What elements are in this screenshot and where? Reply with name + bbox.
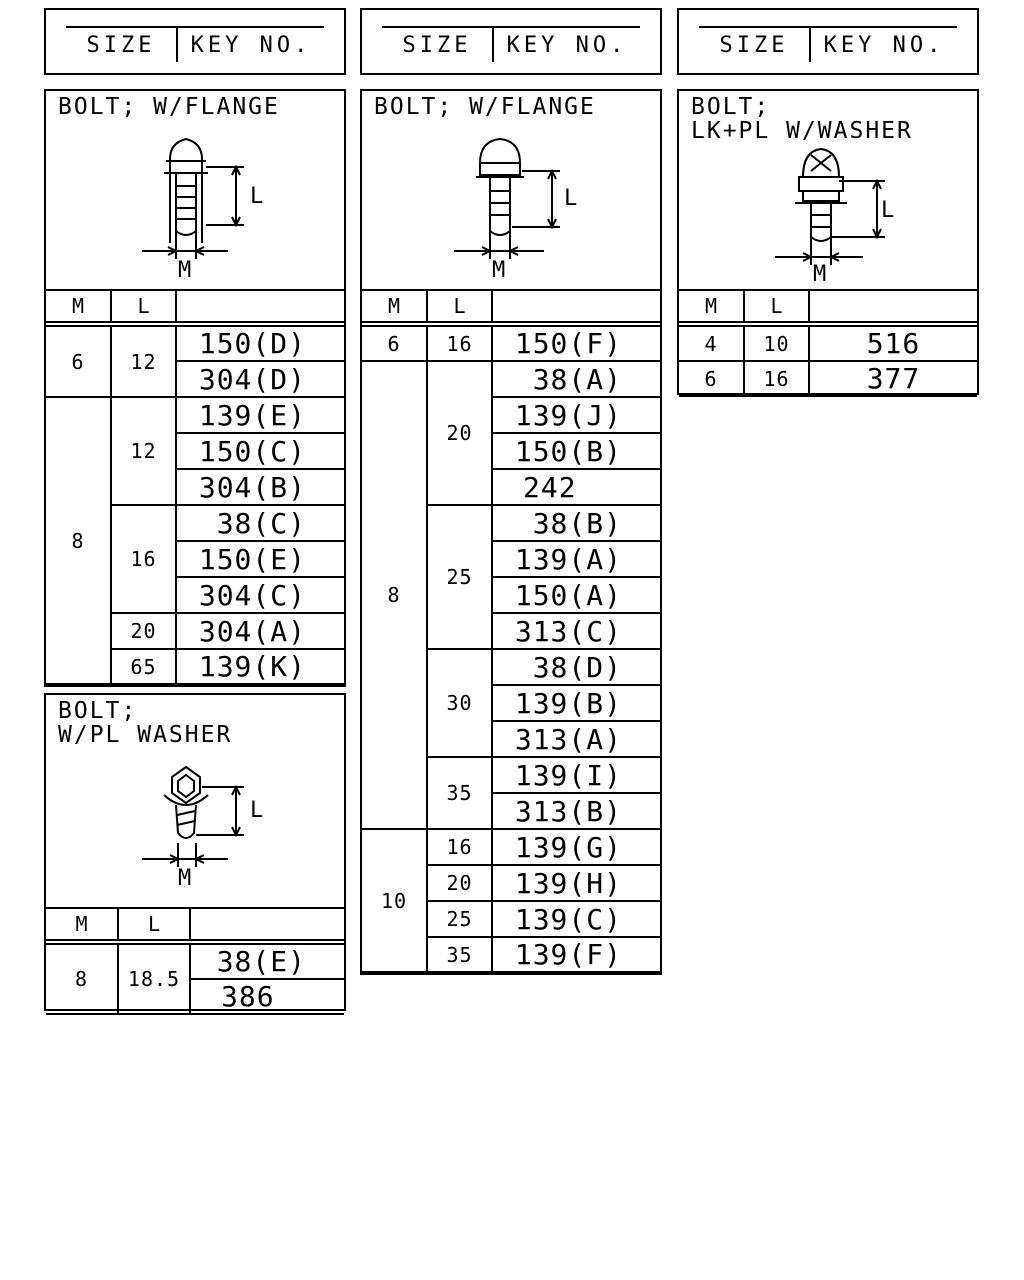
cell-l: 65 xyxy=(111,648,177,685)
diameter-label: M xyxy=(492,258,505,283)
key-no-cell: 304(C) xyxy=(176,576,344,614)
cell-l: 12 xyxy=(110,323,177,398)
cell-l: 20 xyxy=(427,864,493,902)
col-l: L xyxy=(426,289,493,327)
panel-bolt-lk-pl-washer: BOLT; LK+PL W/WASHER L M M L 4 xyxy=(677,89,979,397)
key-no-cell: 242 xyxy=(492,468,660,506)
cell-m: 6 xyxy=(679,360,745,397)
cell-l: 10 xyxy=(743,323,810,362)
key-no-cell: 139(J) xyxy=(492,396,660,434)
cell-l: 20 xyxy=(426,360,493,506)
key-no-cell: 139(E) xyxy=(175,396,344,434)
key-no-cell: 139(B) xyxy=(492,684,660,722)
cell-m: 6 xyxy=(46,323,112,398)
length-label: L xyxy=(250,798,263,823)
cell-l: 35 xyxy=(427,936,493,973)
key-no-cell: 38(C) xyxy=(175,504,344,542)
key-no-cell: 516 xyxy=(808,323,977,362)
cell-m: 8 xyxy=(362,360,428,830)
key-no-cell: 139(G) xyxy=(491,828,660,866)
diameter-label: M xyxy=(178,866,191,891)
panel-bolt-flange-left: BOLT; W/FLANGE L M M L 6 12 150( xyxy=(44,89,346,687)
cell-l: 35 xyxy=(427,756,493,830)
col-m: M xyxy=(679,289,745,327)
length-label: L xyxy=(250,184,263,209)
bolt-washer-icon: L M xyxy=(142,765,263,891)
cell-m: 4 xyxy=(679,323,745,362)
size-key-header-3: SIZE KEY NO. xyxy=(677,8,979,75)
key-no-cell: 313(B) xyxy=(492,792,660,830)
panel-title: BOLT; W/FLANGE xyxy=(58,94,280,120)
key-no-cell: 38(B) xyxy=(491,504,660,542)
key-no-cell: 38(A) xyxy=(491,360,660,398)
key-no-cell: 304(B) xyxy=(176,468,344,506)
panel-title: BOLT; W/FLANGE xyxy=(374,94,596,120)
col-m: M xyxy=(46,907,119,945)
size-key-header-2: SIZE KEY NO. xyxy=(360,8,662,75)
size-label: SIZE xyxy=(699,28,811,62)
key-no-cell: 150(B) xyxy=(492,432,660,470)
key-no-cell: 139(H) xyxy=(491,864,660,902)
key-no-cell: 38(E) xyxy=(189,941,344,980)
key-no-cell: 304(D) xyxy=(176,360,344,398)
key-no-cell: 139(A) xyxy=(492,540,660,578)
diameter-label: M xyxy=(178,258,191,283)
key-no-cell: 150(F) xyxy=(491,323,660,362)
panel2-size-table: M L 8 18.5 38(E) 386 xyxy=(46,907,344,1015)
bolt-flange-icon: L M xyxy=(454,137,577,283)
key-no-cell: 150(E) xyxy=(176,540,344,578)
panel1-size-table: M L 6 12 150(D) 304(D) 8 12 139(E) 150(C… xyxy=(46,289,344,685)
col-m: M xyxy=(362,289,428,327)
size-key-header-1: SIZE KEY NO. xyxy=(44,8,346,75)
size-label: SIZE xyxy=(382,28,494,62)
length-label: L xyxy=(564,186,577,211)
cell-l: 16 xyxy=(426,323,493,362)
bolt-flange-icon: L M xyxy=(142,137,263,283)
panel-title: BOLT; W/PL WASHER xyxy=(58,698,233,748)
key-no-cell: 150(C) xyxy=(176,432,344,470)
key-no-cell: 304(A) xyxy=(175,612,344,650)
col-l: L xyxy=(743,289,810,327)
col-m: M xyxy=(46,289,112,327)
cell-m: 6 xyxy=(362,323,428,362)
cell-l: 20 xyxy=(111,612,177,650)
cell-l: 30 xyxy=(427,648,493,758)
key-no-cell: 313(A) xyxy=(492,720,660,758)
key-no-cell: 313(C) xyxy=(492,612,660,650)
key-no-cell: 150(D) xyxy=(175,323,344,362)
cell-l: 25 xyxy=(427,504,493,650)
length-label: L xyxy=(881,198,894,223)
bolt-lock-washer-icon: L M xyxy=(775,147,894,287)
key-no-label: KEY NO. xyxy=(190,32,312,58)
cell-m: 8 xyxy=(46,941,119,1015)
panel3-size-table: M L 6 16 150(F) 8 20 38(A) 139(J) 150(B)… xyxy=(362,289,660,973)
cell-l: 16 xyxy=(111,504,177,614)
key-no-cell: 150(A) xyxy=(492,576,660,614)
cell-l: 25 xyxy=(427,900,493,938)
cell-l: 16 xyxy=(743,360,810,397)
size-label: SIZE xyxy=(66,28,178,62)
diameter-label: M xyxy=(813,262,826,287)
key-no-cell: 386 xyxy=(190,978,344,1015)
panel4-size-table: M L 4 10 516 6 16 377 xyxy=(679,289,977,397)
cell-m: 8 xyxy=(46,396,112,685)
col-l: L xyxy=(110,289,177,327)
panel-bolt-pl-washer: BOLT; W/PL WASHER L M M L 8 18.5 38(E) xyxy=(44,693,346,1015)
panel-title: BOLT; LK+PL W/WASHER xyxy=(691,94,913,144)
key-no-cell: 139(C) xyxy=(491,900,660,938)
panel-bolt-flange-middle: BOLT; W/FLANGE L M M L 6 16 xyxy=(360,89,662,975)
key-no-cell: 139(F) xyxy=(491,936,660,973)
col-l: L xyxy=(117,907,191,945)
cell-l: 18.5 xyxy=(117,941,191,1015)
key-no-cell: 139(K) xyxy=(175,648,344,685)
cell-m: 10 xyxy=(362,828,428,973)
key-no-cell: 377 xyxy=(808,360,977,397)
key-no-cell: 139(I) xyxy=(491,756,660,794)
key-no-cell: 38(D) xyxy=(491,648,660,686)
key-no-label: KEY NO. xyxy=(506,32,628,58)
key-no-label: KEY NO. xyxy=(823,32,945,58)
cell-l: 12 xyxy=(110,396,177,506)
cell-l: 16 xyxy=(426,828,493,866)
